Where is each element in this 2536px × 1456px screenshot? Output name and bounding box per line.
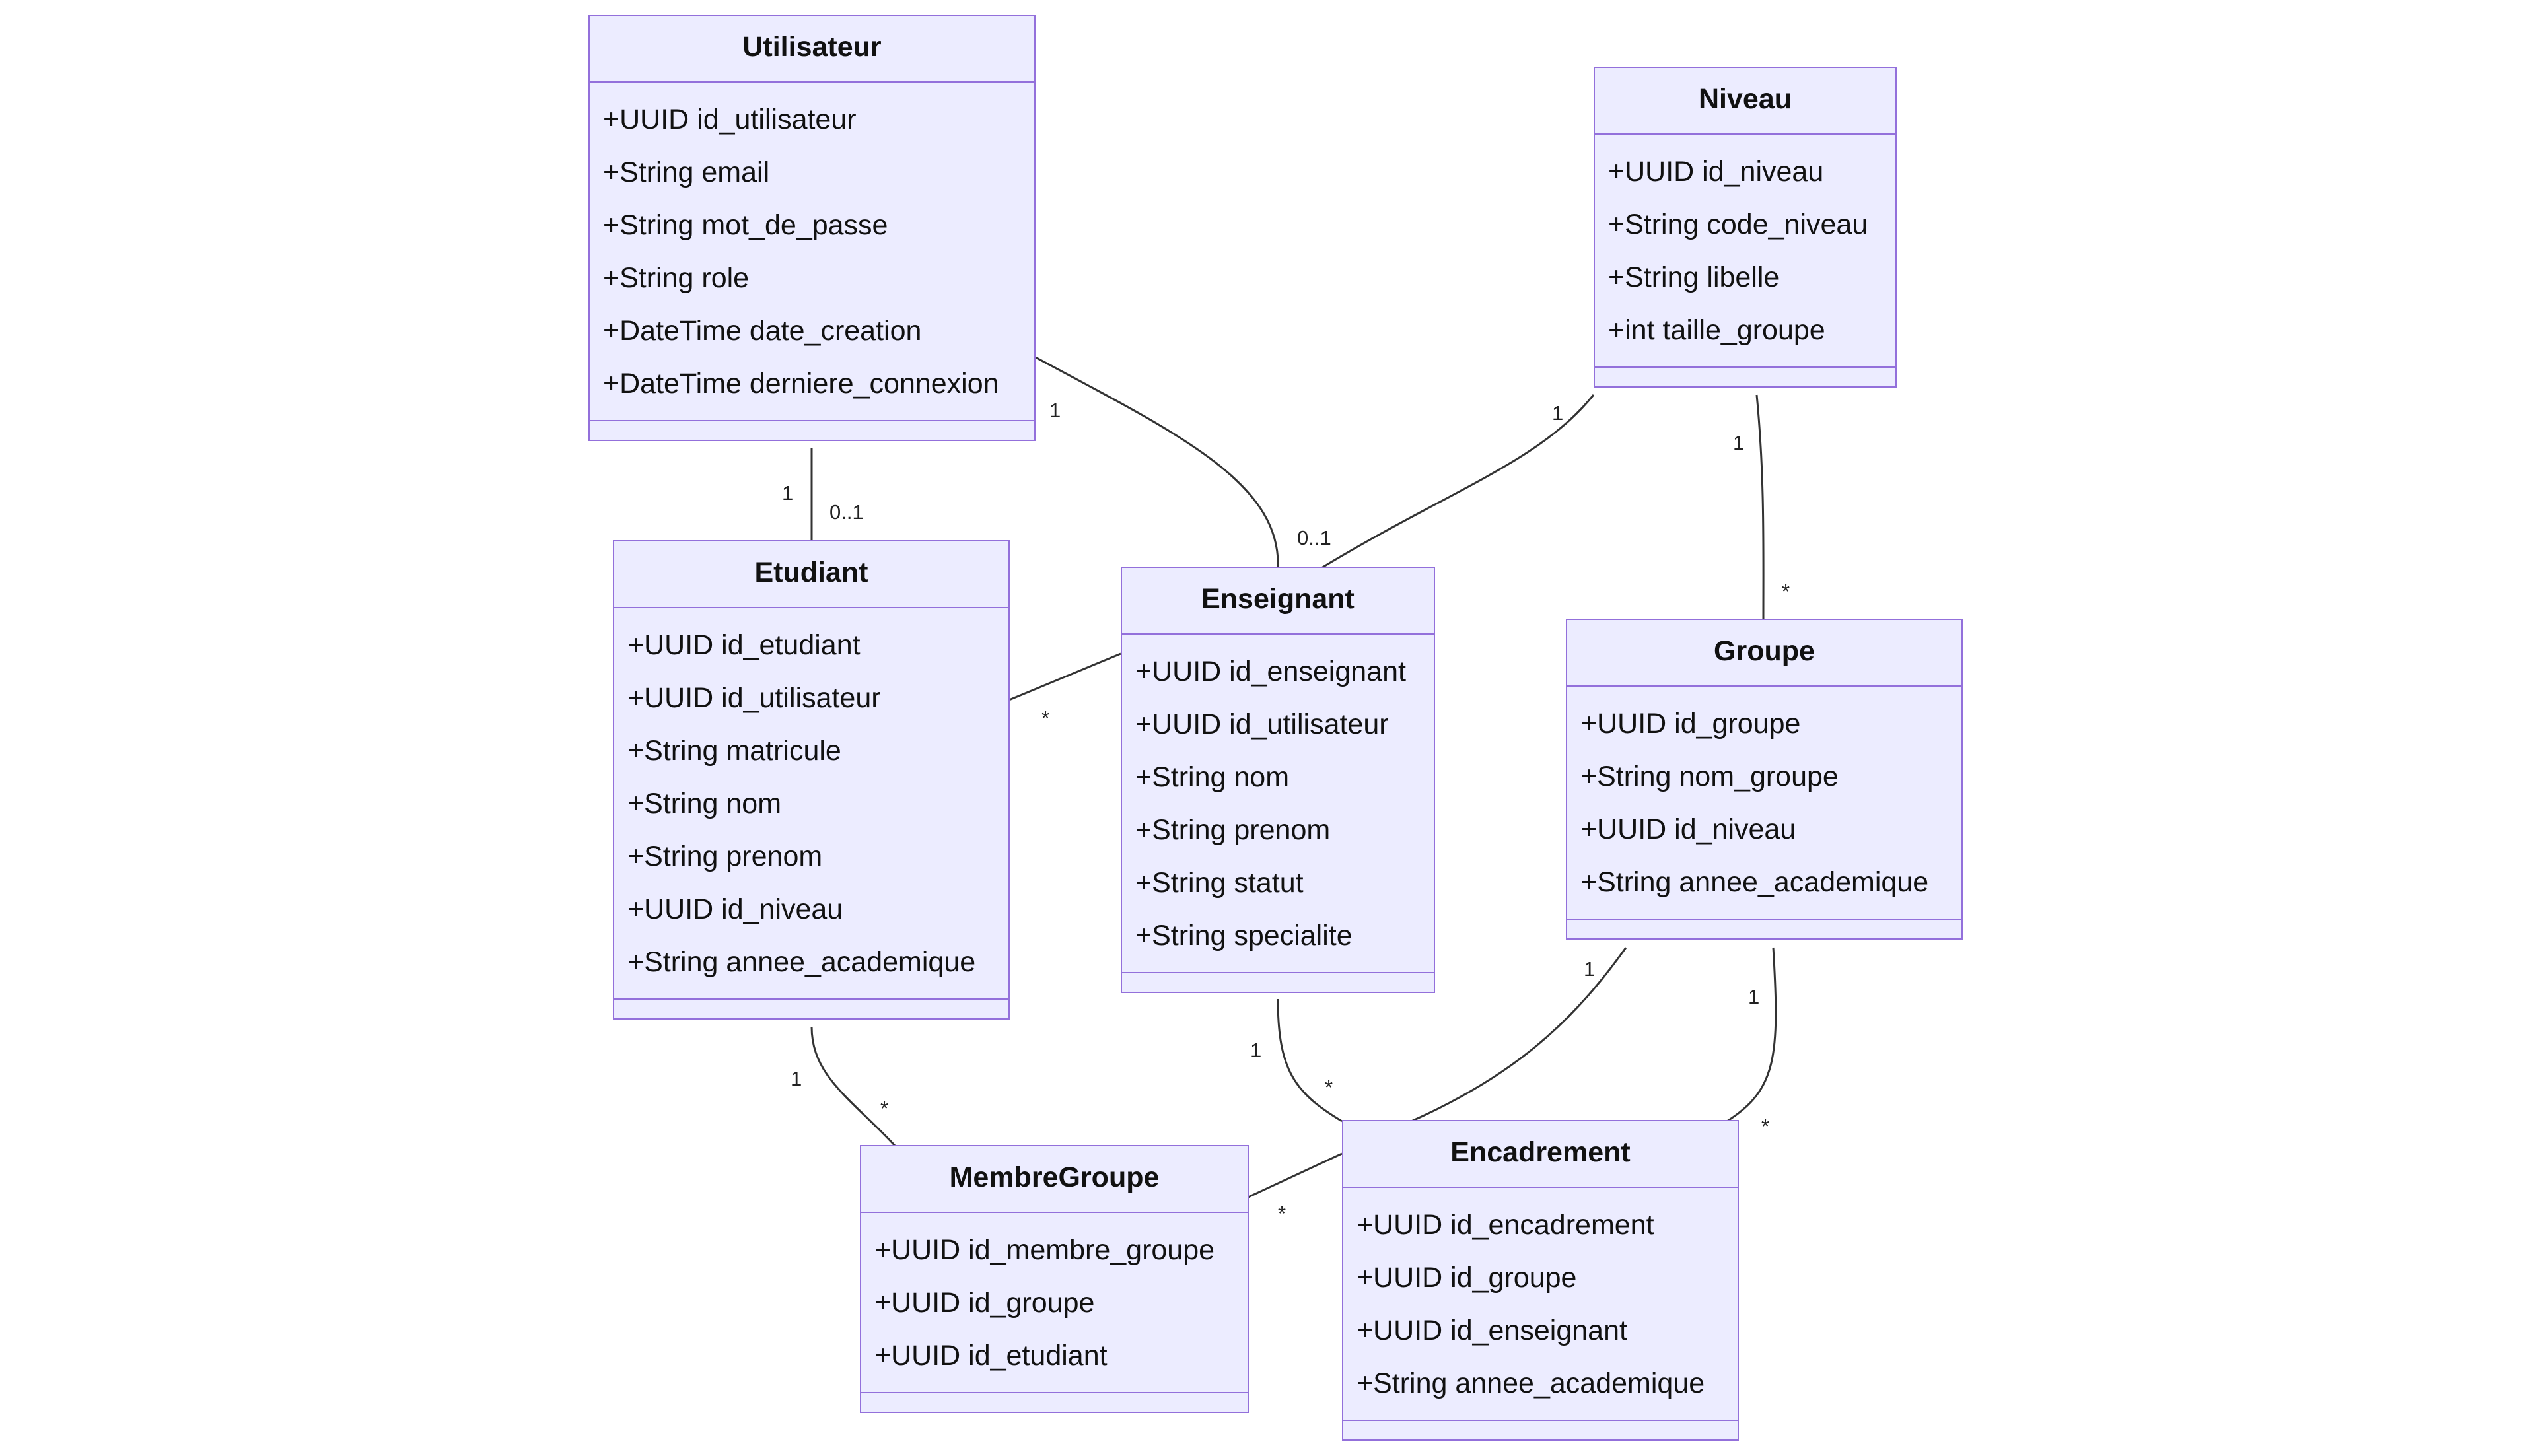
attribute-row: +UUID id_niveau — [1580, 814, 1796, 845]
attribute-row: +DateTime derniere_connexion — [603, 368, 999, 399]
attribute-row: +UUID id_groupe — [1580, 708, 1801, 740]
attribute-row: +UUID id_niveau — [627, 893, 843, 925]
attribute-row: +String role — [603, 262, 750, 294]
mult-groupe-encadrement-b-target: * — [1761, 1115, 1770, 1138]
class-name: MembreGroupe — [861, 1146, 1248, 1213]
attribute-row: +String nom_groupe — [1580, 761, 1839, 792]
rel-enseignant-encadrement-line — [1277, 998, 1343, 1123]
class-encadrement[interactable]: Encadrement+UUID id_encadrement+UUID id_… — [1342, 1120, 1739, 1441]
attribute-row: +String annee_academique — [627, 946, 976, 978]
attribute-row: +String nom — [1135, 761, 1290, 793]
class-membregroupe[interactable]: MembreGroupe+UUID id_membre_groupe+UUID … — [860, 1145, 1249, 1413]
mult-utilisateur-enseignant-source: 1 — [1049, 399, 1061, 422]
mult-groupe-encadrement-b-source: 1 — [1748, 985, 1760, 1008]
class-etudiant[interactable]: Etudiant +UUID id_etudiant +UUID id_utilis… — [613, 540, 1010, 1020]
class-name: Groupe — [1567, 620, 1961, 687]
attribute-list: +UUID id_membre_groupe +UUID id_groupe +UU… — [861, 1213, 1248, 1393]
attribute-row: +int taille_groupe — [1608, 314, 1825, 346]
mult-niveau-enseignant-source: 1 — [1552, 401, 1564, 425]
mult-utilisateur-etudiant-target: 0..1 — [829, 501, 864, 524]
class-groupe[interactable]: Groupe+UUID id_groupe+String nom_groupe+… — [1566, 619, 1963, 940]
mult-enseignant-encadrement-target: * — [1325, 1076, 1333, 1099]
method-compartment — [1567, 920, 1961, 938]
attribute-row: +UUID id_encadrement — [1356, 1209, 1654, 1241]
attribute-list: +UUID id_encadrement +UUID id_groupe +UUID… — [1343, 1188, 1738, 1421]
method-compartment — [1343, 1421, 1738, 1439]
rel-niveau-groupe-line — [1755, 394, 1765, 620]
attribute-list: +UUID id_groupe +String nom_groupe +UUID i… — [1567, 687, 1961, 920]
method-compartment — [1595, 368, 1895, 386]
attribute-row: +String annee_academique — [1580, 866, 1929, 898]
mult-utilisateur-etudiant-source: 1 — [782, 481, 794, 504]
attribute-row: +UUID id_utilisateur — [1135, 709, 1389, 740]
attribute-row: +UUID id_niveau — [1608, 156, 1824, 188]
attribute-list: +UUID id_niveau +String code_niveau +Strin… — [1595, 135, 1895, 368]
class-enseignant[interactable]: Enseignant +UUID id_enseignant +UUID id_ut… — [1121, 567, 1435, 993]
class-name: Enseignant — [1122, 568, 1434, 635]
attribute-row: +UUID id_utilisateur — [603, 104, 857, 135]
attribute-row: +String prenom — [1135, 814, 1331, 846]
rel-encadrement-membregroupe-line — [1248, 1152, 1343, 1198]
mult-enseignant-encadrement-source: 1 — [1250, 1039, 1262, 1062]
attribute-list: +UUID id_enseignant +UUID id_utilisateur +… — [1122, 635, 1434, 973]
attribute-row: +String prenom — [627, 841, 823, 872]
class-name: Utilisateur — [590, 16, 1034, 83]
attribute-row: +String libelle — [1608, 261, 1780, 293]
rel-groupe-encadrement-line-a — [1411, 947, 1627, 1123]
class-utilisateur[interactable]: Utilisateur +UUID id_utilisateur +String e… — [588, 15, 1036, 441]
mult-etudiant-membregroupe-source: 1 — [791, 1067, 802, 1090]
mult-etudiant-membregroupe-target: * — [880, 1097, 889, 1120]
attribute-row: +UUID id_groupe — [1356, 1262, 1577, 1294]
class-name: Encadrement — [1343, 1121, 1738, 1188]
attribute-list: +UUID id_etudiant +UUID id_utilisateur +St… — [614, 608, 1008, 1000]
attribute-row: +DateTime date_creation — [603, 315, 922, 347]
attribute-row: +String email — [603, 156, 770, 188]
attribute-row: +String code_niveau — [1608, 209, 1868, 240]
rel-enseignant-etudiant-line — [1008, 652, 1121, 701]
mult-utilisateur-enseignant-target: 0..1 — [1297, 526, 1331, 549]
attribute-row: +UUID id_utilisateur — [627, 682, 881, 714]
attribute-row: +UUID id_membre_groupe — [874, 1234, 1215, 1266]
rel-groupe-encadrement-line-b — [1726, 947, 1777, 1123]
method-compartment — [614, 1000, 1008, 1018]
method-compartment — [1122, 973, 1434, 992]
attribute-row: +UUID id_enseignant — [1356, 1315, 1627, 1346]
method-compartment — [590, 421, 1034, 440]
mult-encadrement-membregroupe-target: * — [1278, 1202, 1286, 1225]
rel-niveau-enseignant-line — [1321, 394, 1595, 569]
rel-utilisateur-enseignant-line — [1034, 355, 1279, 569]
attribute-row: +String matricule — [627, 735, 841, 767]
attribute-row: +String mot_de_passe — [603, 209, 888, 241]
attribute-row: +String specialite — [1135, 920, 1353, 952]
attribute-row: +UUID id_etudiant — [874, 1340, 1108, 1371]
attribute-row: +String annee_academique — [1356, 1368, 1705, 1399]
rel-etudiant-membregroupe-line — [810, 1026, 896, 1147]
mult-groupe-encadrement-a-source: 1 — [1584, 957, 1596, 981]
attribute-row: +UUID id_etudiant — [627, 629, 861, 661]
attribute-row: +UUID id_groupe — [874, 1287, 1095, 1319]
method-compartment — [861, 1393, 1248, 1412]
mult-niveau-groupe-target: * — [1782, 580, 1790, 603]
attribute-row: +String statut — [1135, 867, 1304, 899]
attribute-row: +UUID id_enseignant — [1135, 656, 1406, 687]
mult-enseignant-etudiant-target: * — [1041, 707, 1050, 730]
attribute-row: +String nom — [627, 788, 782, 819]
attribute-list: +UUID id_utilisateur +String email +String… — [590, 83, 1034, 421]
class-name: Niveau — [1595, 68, 1895, 135]
mult-niveau-groupe-source: 1 — [1733, 431, 1745, 454]
class-niveau[interactable]: Niveau +UUID id_niveau +String code_niveau… — [1594, 67, 1897, 388]
class-name: Etudiant — [614, 541, 1008, 608]
